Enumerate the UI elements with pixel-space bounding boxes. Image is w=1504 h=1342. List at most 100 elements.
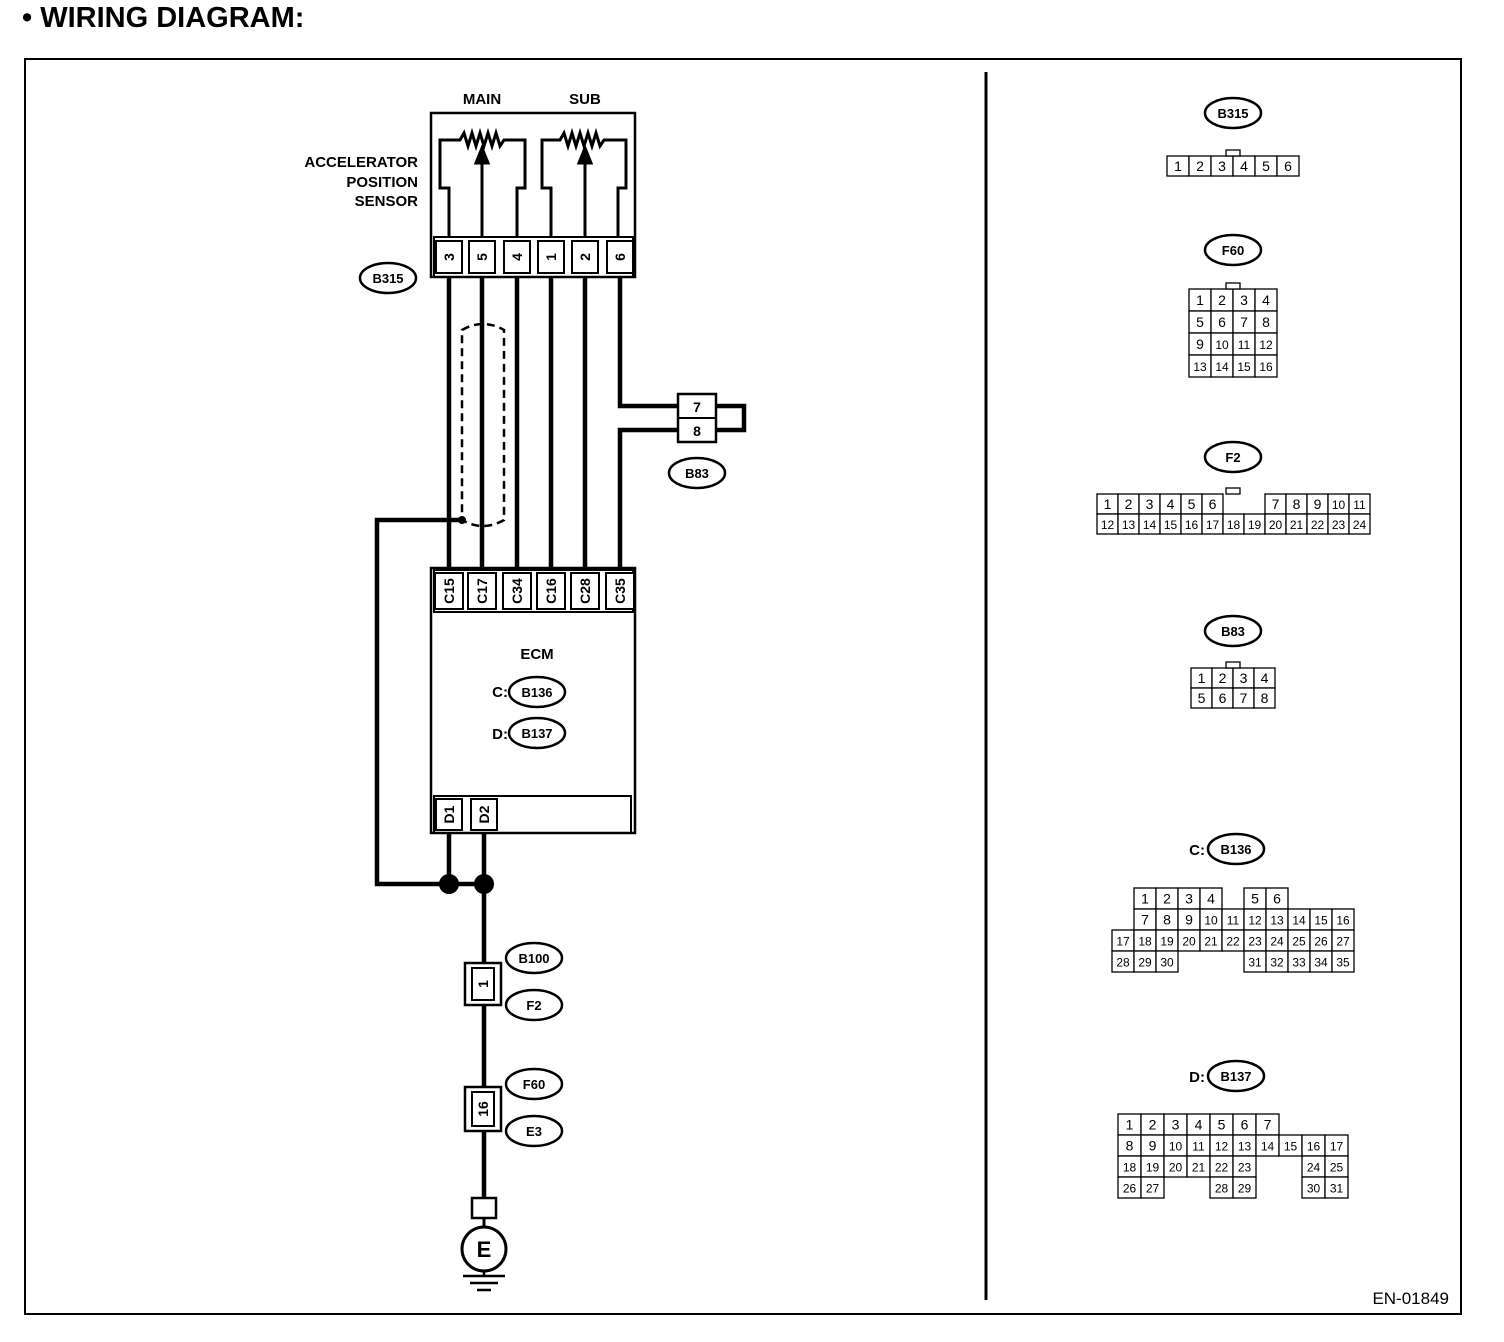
connector-cavity-number: 3 bbox=[1185, 891, 1193, 907]
sensor-pin-label: 4 bbox=[509, 253, 525, 261]
connector-cavity-number: 1 bbox=[1141, 891, 1149, 907]
connector-cavity bbox=[1140, 1176, 1165, 1199]
shield-drain-joint bbox=[458, 516, 466, 524]
connector-cavity-number: 5 bbox=[1188, 496, 1196, 512]
main-label: MAIN bbox=[463, 91, 501, 108]
ecm-c-pin-label: C28 bbox=[577, 578, 593, 604]
ecm-c-pin-cell bbox=[536, 572, 566, 610]
connector-cavity-number: 5 bbox=[1196, 314, 1204, 330]
connector-cavity-number: 8 bbox=[1293, 496, 1301, 512]
ecm-d-pin-label: D2 bbox=[476, 805, 492, 823]
ecm-c-pin-cell bbox=[467, 572, 497, 610]
ecm-d-pin-cell bbox=[435, 798, 463, 831]
connector-cavity-number: 34 bbox=[1314, 956, 1328, 970]
connector-view-tag-text: B83 bbox=[1221, 624, 1245, 639]
connector-cavity-number: 12 bbox=[1248, 914, 1262, 928]
connector-cavity-number: 20 bbox=[1269, 518, 1283, 532]
connector-cavity-number: 15 bbox=[1284, 1140, 1298, 1154]
connector-cavity-number: 6 bbox=[1209, 496, 1217, 512]
connector-view-tag bbox=[1203, 614, 1263, 648]
connector-cavity-number: 24 bbox=[1270, 935, 1284, 949]
b83-pin-8: 8 bbox=[693, 423, 701, 439]
connector-cavity-number: 4 bbox=[1262, 292, 1270, 308]
b136-connector-tag bbox=[507, 675, 567, 709]
connector-cavity-number: 29 bbox=[1138, 956, 1152, 970]
connector-cavity-number: 1 bbox=[1174, 158, 1182, 174]
page-title: • WIRING DIAGRAM: bbox=[22, 2, 305, 34]
connector-view-prefix: C: bbox=[1189, 842, 1205, 859]
connector-cavity-number: 31 bbox=[1330, 1182, 1344, 1196]
connector-cavity-number: 12 bbox=[1215, 1140, 1229, 1154]
connector-view-tag bbox=[1203, 233, 1263, 267]
connector-view-tag bbox=[1206, 832, 1266, 866]
f2-connector-tag-text: F2 bbox=[526, 998, 541, 1013]
connector-cavity-number: 20 bbox=[1169, 1161, 1183, 1175]
connector-cavity-number: 2 bbox=[1149, 1117, 1157, 1133]
connector-cavity-number: 3 bbox=[1172, 1117, 1180, 1133]
connector-cavity-number: 15 bbox=[1237, 360, 1251, 374]
connector-cavity-number: 11 bbox=[1353, 498, 1366, 512]
ecm-c-pin-label: C16 bbox=[543, 578, 559, 604]
f60-e3-connector: 16 F60 E3 bbox=[463, 1067, 564, 1148]
signal-wires bbox=[374, 277, 678, 887]
connector-cavity bbox=[1254, 354, 1278, 378]
f60-connector-tag bbox=[504, 1067, 564, 1101]
ecm-c-pin-cell bbox=[434, 572, 464, 610]
sensor-pin-cell bbox=[571, 240, 599, 274]
connector-cavity-number: 8 bbox=[1261, 690, 1269, 706]
f60-connector-tag-text: F60 bbox=[523, 1077, 545, 1092]
sensor-pin-cell bbox=[606, 240, 634, 274]
connector-cavity-number: 33 bbox=[1292, 956, 1306, 970]
connector-cavity-number: 23 bbox=[1238, 1161, 1252, 1175]
ecm-label: ECM bbox=[520, 646, 553, 663]
connector-cavity-number: 23 bbox=[1248, 935, 1262, 949]
connector-cavity-number: 18 bbox=[1123, 1161, 1137, 1175]
connector-cavity-number: 2 bbox=[1163, 891, 1171, 907]
connector-cavity-number: 7 bbox=[1240, 314, 1248, 330]
connector-cavity-number: 20 bbox=[1182, 935, 1196, 949]
connector-cavity-number: 2 bbox=[1125, 496, 1133, 512]
connector-cavity-number: 19 bbox=[1146, 1161, 1160, 1175]
connector-cavity-number: 28 bbox=[1215, 1182, 1229, 1196]
ecm-c-pin-label: C35 bbox=[612, 578, 628, 604]
sensor-pin-strip bbox=[433, 236, 634, 278]
connector-cavity bbox=[1331, 950, 1355, 973]
connector-cavity-number: 10 bbox=[1215, 338, 1229, 352]
connector-cavity-number: 14 bbox=[1143, 518, 1157, 532]
connector-cavity-number: 17 bbox=[1116, 935, 1130, 949]
connector-view-tag bbox=[1203, 440, 1263, 474]
connector-cavity-number: 22 bbox=[1215, 1161, 1229, 1175]
sensor-pin-label: 6 bbox=[612, 253, 628, 261]
connector-cavity-number: 1 bbox=[1196, 292, 1204, 308]
connector-cavity-number: 19 bbox=[1160, 935, 1174, 949]
connector-cavity-number: 7 bbox=[1240, 690, 1248, 706]
connector-cavity-number: 9 bbox=[1185, 912, 1193, 928]
connector-cavity-number: 30 bbox=[1307, 1182, 1321, 1196]
connector-cavity-number: 17 bbox=[1206, 518, 1220, 532]
ecm-c-pin-cell bbox=[502, 572, 532, 610]
connector-cavity-number: 8 bbox=[1163, 912, 1171, 928]
sensor-label-line-3: SENSOR bbox=[355, 193, 419, 210]
connector-cavity-number: 18 bbox=[1227, 518, 1241, 532]
connector-cavity-number: 17 bbox=[1330, 1140, 1344, 1154]
f2-connector-tag bbox=[504, 988, 564, 1022]
connector-cavity-number: 6 bbox=[1284, 158, 1292, 174]
connector-cavity-number: 1 bbox=[1198, 670, 1206, 686]
splice-joint-d1 bbox=[439, 874, 459, 894]
connector-cavity-number: 28 bbox=[1116, 956, 1130, 970]
connector-cavity-number: 12 bbox=[1101, 518, 1115, 532]
ecm-d-pin-strip bbox=[433, 795, 632, 834]
sub-potentiometer-icon bbox=[540, 127, 628, 236]
connector-cavity-number: 6 bbox=[1219, 690, 1227, 706]
connector-view-tag-text: B136 bbox=[1220, 842, 1251, 857]
e3-connector-tag-text: E3 bbox=[526, 1124, 542, 1139]
connector-cavity bbox=[1155, 950, 1179, 973]
b83-pin-7: 7 bbox=[693, 399, 701, 415]
connector-cavity-number: 9 bbox=[1149, 1138, 1157, 1154]
connector-lock-tab bbox=[1225, 661, 1241, 669]
